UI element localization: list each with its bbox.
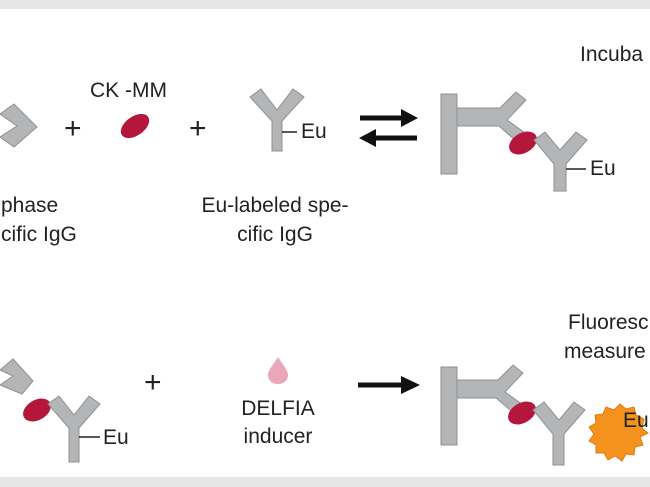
eu-labeled-antibody	[249, 88, 305, 152]
plus-sign-3: +	[144, 366, 162, 399]
solid-phase-label-line2: cific IgG	[1, 223, 77, 246]
complex-labeled-antibody-bottom	[532, 401, 586, 466]
diagram-panel	[0, 9, 650, 477]
solid-phase-wall-bottom	[440, 364, 531, 446]
inducer-label-line2: inducer	[243, 425, 313, 448]
complex-eu-tag-bottom: Eu	[103, 426, 129, 449]
eu-burst-shape	[588, 403, 649, 462]
eu-result-label: Eu	[623, 409, 649, 432]
incubation-step-label: Incuba	[580, 43, 644, 66]
complex-antigen-top	[509, 131, 537, 155]
inducer-drop	[268, 357, 288, 384]
fluorescence-step-label-line1: Fluoresc	[568, 311, 649, 334]
eu-tag-label: Eu	[301, 120, 327, 143]
inducer-label-line1: DELFIA	[241, 397, 315, 420]
antigen-label: CK -MM	[90, 79, 167, 102]
complex-antigen-bottom-left	[23, 398, 51, 422]
labeled-igg-label-line1: Eu-labeled spe-	[201, 194, 349, 217]
antigen-ck-mm-shape	[120, 113, 150, 139]
plus-sign-2: +	[189, 112, 207, 145]
fluorescence-step-label-line2: measure	[564, 340, 646, 363]
equilibrium-arrows	[359, 109, 418, 147]
plus-sign-1: +	[64, 112, 82, 145]
labeled-igg-label-line2: cific IgG	[237, 223, 313, 246]
solid-phase-label-line1: phase	[1, 194, 59, 217]
solid-phase-wall-top	[440, 91, 533, 175]
complex-antigen-bottom	[508, 401, 536, 425]
forward-arrow	[358, 376, 420, 394]
complex-eu-tag-top: Eu	[590, 157, 616, 180]
complex-fragment-bottom	[0, 358, 34, 395]
solid-phase-antibody-top	[0, 103, 38, 148]
complex-labeled-antibody-top	[533, 131, 588, 192]
complex-labeled-antibody-bottom-left	[47, 395, 101, 463]
